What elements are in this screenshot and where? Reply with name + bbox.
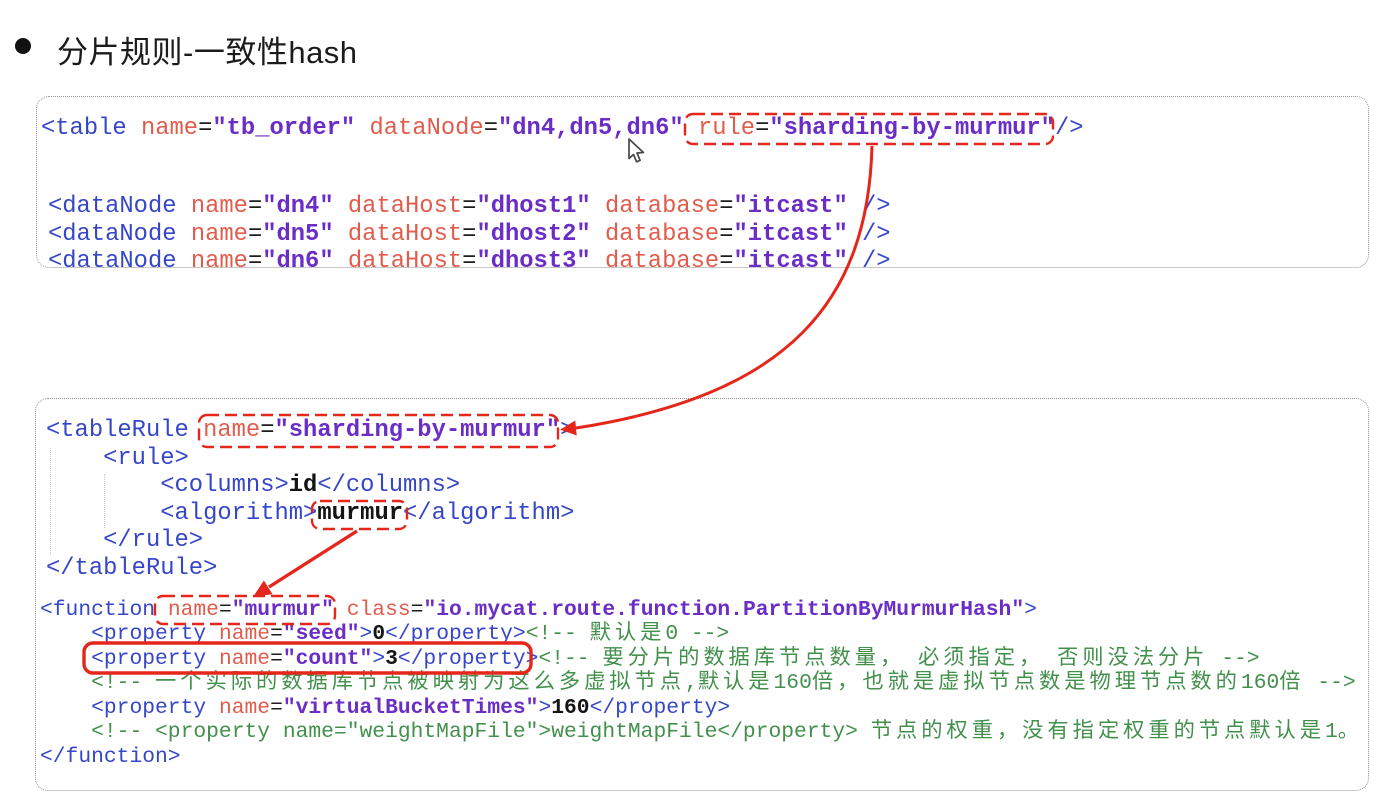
page-title: 分片规则-一致性hash <box>57 35 358 70</box>
code-line: <dataNode name="dn4" dataHost="dhost1" d… <box>48 193 891 220</box>
code-block-datanodes: <dataNode name="dn4" dataHost="dhost1" d… <box>48 193 891 276</box>
code-line: <dataNode name="dn5" dataHost="dhost2" d… <box>48 220 891 248</box>
code-block-tablerule: <tableRule name="sharding-by-murmur"> <r… <box>46 417 574 582</box>
code-block-table: <table name="tb_order" dataNode="dn4,dn5… <box>41 115 1084 143</box>
code-line: <!-- <property name="weightMapFile">weig… <box>40 720 1364 745</box>
code-line: </tableRule> <box>46 554 218 582</box>
code-line: <rule> <box>46 444 189 472</box>
bullet-icon <box>15 38 31 54</box>
code-line: <tableRule name="sharding-by-murmur"> <box>46 417 575 444</box>
code-line: <dataNode name="dn6" dataHost="dhost3" d… <box>48 248 891 276</box>
indent-guide <box>50 448 51 555</box>
code-line: </rule> <box>46 527 204 554</box>
indent-guide <box>104 474 105 528</box>
code-line: <property name="seed">0</property><!-- 默… <box>40 622 730 647</box>
code-line: <property name="virtualBucketTimes">160<… <box>40 695 731 720</box>
code-line: <function name="murmur" class="io.mycat.… <box>40 598 1037 622</box>
code-line: <columns>id</columns> <box>46 472 461 499</box>
code-line: </function> <box>40 744 181 769</box>
code-line: <!-- 一个实际的数据库节点被映射为这么多虚拟节点,默认是160倍，也就是虚拟… <box>40 671 1356 696</box>
code-block-function: <function name="murmur" class="io.mycat.… <box>40 598 1363 769</box>
code-line: <property name="count">3</property><!-- … <box>40 646 1260 671</box>
code-line: <algorithm>murmur</algorithm> <box>46 499 575 527</box>
code-line: <table name="tb_order" dataNode="dn4,dn5… <box>41 115 1084 142</box>
